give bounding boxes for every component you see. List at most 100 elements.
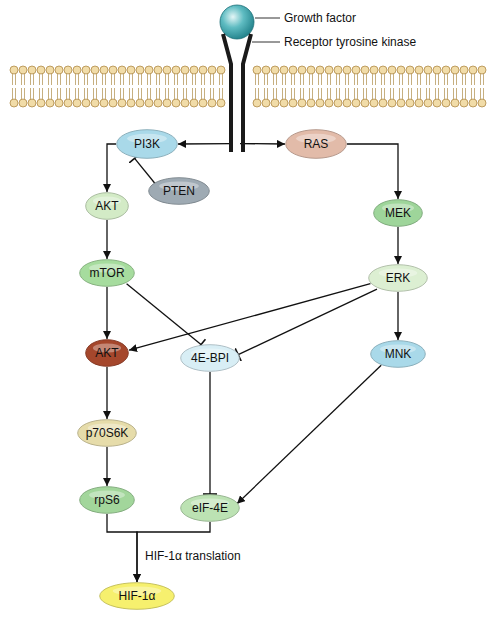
lipid-head <box>55 99 63 107</box>
lipid-tail <box>111 88 112 99</box>
lipid-tail <box>321 88 322 99</box>
lipid-tail <box>264 74 265 85</box>
protein-shape <box>117 130 178 159</box>
lipid-tail <box>258 88 259 99</box>
lipid-head <box>253 66 261 74</box>
lipid-tail <box>147 74 148 85</box>
lipid-tail <box>312 88 313 99</box>
lipid-tail <box>39 74 40 85</box>
lipid-tail <box>114 74 115 85</box>
lipid-tail <box>213 74 214 85</box>
lipid-tail <box>438 74 439 85</box>
node-label: Receptor tyrosine kinase <box>284 35 416 49</box>
node-label-box: PTEN <box>148 177 210 205</box>
lipid-tail <box>453 88 454 99</box>
lipid-head <box>370 66 378 74</box>
lipid-head <box>352 66 360 74</box>
cell-membrane <box>10 66 486 107</box>
lipid-tail <box>294 74 295 85</box>
lipid-head <box>10 99 18 107</box>
leader-line <box>255 18 280 19</box>
lipid-tail <box>465 74 466 85</box>
lipid-tail <box>456 74 457 85</box>
lipid-tail <box>384 88 385 99</box>
activation-arrow <box>237 365 381 504</box>
lipid-tail <box>357 74 358 85</box>
lipid-tail <box>84 74 85 85</box>
protein-ellipse: AKT <box>85 192 129 220</box>
lipid-tail <box>123 74 124 85</box>
activation-arrow <box>129 284 370 351</box>
lipid-head <box>343 66 351 74</box>
lipid-tail <box>48 88 49 99</box>
lipid-head <box>181 99 189 107</box>
lipid-tail <box>426 88 427 99</box>
lipid-tail <box>132 88 133 99</box>
lipid-tail <box>42 88 43 99</box>
lipid-tail <box>348 74 349 85</box>
lipid-tail <box>366 88 367 99</box>
node-label-box: p70S6K <box>77 419 137 447</box>
lipid-tail <box>39 88 40 99</box>
lipid-tail <box>210 74 211 85</box>
lipid-tail <box>87 74 88 85</box>
node-label: PI3K <box>134 137 160 151</box>
lipid-tail <box>456 88 457 99</box>
lipid-tail <box>447 74 448 85</box>
lipid-tail <box>372 74 373 85</box>
lipid-tail <box>168 88 169 99</box>
lipid-tail <box>303 88 304 99</box>
lipid-tail <box>33 74 34 85</box>
lipid-head <box>46 99 54 107</box>
lipid-head <box>37 99 45 107</box>
lipid-head <box>469 99 477 107</box>
lipid-head <box>28 66 36 74</box>
lipid-tail <box>291 74 292 85</box>
lipid-head <box>289 99 297 107</box>
lipid-head <box>100 99 108 107</box>
lipid-tail <box>426 74 427 85</box>
lipid-tail <box>330 88 331 99</box>
lipid-tail <box>159 74 160 85</box>
lipid-tail <box>69 88 70 99</box>
lipid-tail <box>465 88 466 99</box>
lipid-head <box>154 99 162 107</box>
lipid-tail <box>69 74 70 85</box>
lipid-head <box>19 99 27 107</box>
lipid-head <box>172 66 180 74</box>
lipid-tail <box>408 88 409 99</box>
lipid-head <box>217 66 225 74</box>
lipid-head <box>181 66 189 74</box>
lipid-head <box>91 99 99 107</box>
lipid-head <box>262 66 270 74</box>
lipid-head <box>136 99 144 107</box>
lipid-tail <box>186 88 187 99</box>
lipid-tail <box>120 88 121 99</box>
activation-arrow <box>347 144 398 199</box>
lipid-tail <box>96 88 97 99</box>
lipid-tail <box>201 88 202 99</box>
lipid-tail <box>354 88 355 99</box>
lipid-tail <box>363 74 364 85</box>
receptor-arm <box>243 34 251 152</box>
lipid-tail <box>264 88 265 99</box>
node-label: ERK <box>386 271 411 285</box>
lipid-tail <box>15 88 16 99</box>
protein-ellipse: RAS <box>285 129 347 159</box>
lipid-tail <box>294 88 295 99</box>
activation-arrow <box>107 144 116 192</box>
lipid-tail <box>255 88 256 99</box>
lipid-tail <box>156 74 157 85</box>
lipid-tail <box>318 74 319 85</box>
node-label: Growth factor <box>284 11 356 25</box>
lipid-tail <box>183 74 184 85</box>
lipid-tail <box>282 88 283 99</box>
lipid-tail <box>303 74 304 85</box>
lipid-tail <box>42 74 43 85</box>
lipid-head <box>145 66 153 74</box>
lipid-head <box>208 66 216 74</box>
lipid-tail <box>381 88 382 99</box>
lipid-head <box>343 99 351 107</box>
lipid-head <box>217 99 225 107</box>
lipid-tail <box>285 74 286 85</box>
